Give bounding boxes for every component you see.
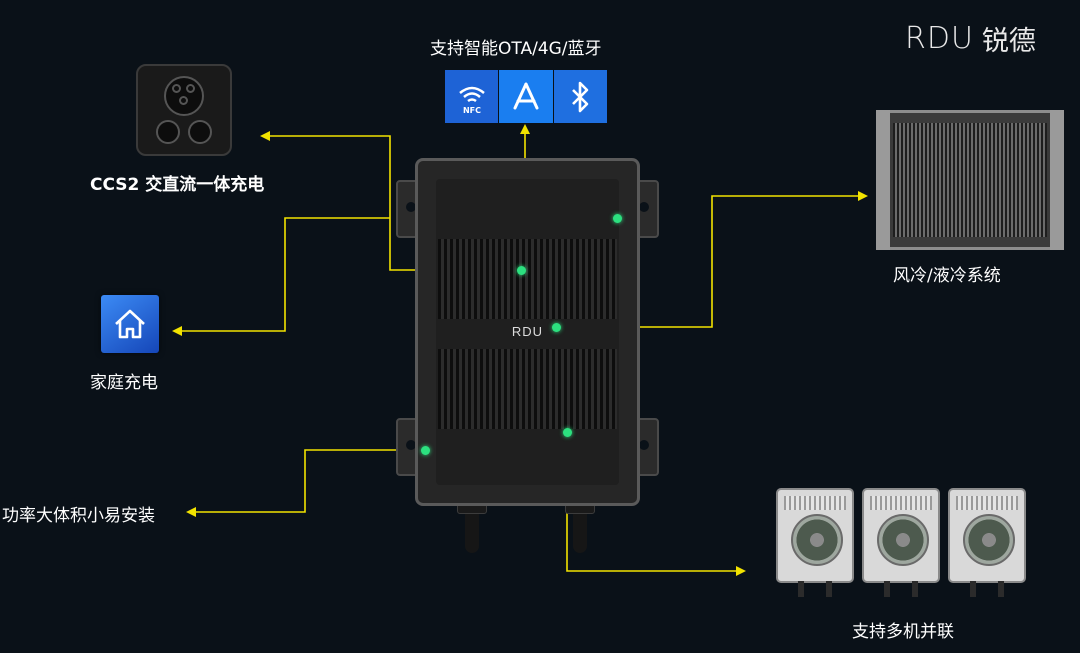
home-charging-label: 家庭充电 <box>90 373 158 393</box>
app-store-icon <box>498 70 554 123</box>
brand-name: 锐德 <box>981 25 1036 57</box>
cable <box>573 505 587 553</box>
charger-unit-image <box>862 488 940 597</box>
parallel-label: 支持多机并联 <box>852 622 954 642</box>
nfc-wifi-icon: NFC <box>445 70 499 123</box>
point-ccs2 <box>517 266 526 275</box>
cooling-label: 风冷/液冷系统 <box>893 266 1001 286</box>
brand-logo: RDU 锐德 <box>905 18 1036 58</box>
device-logo: RDU <box>511 324 544 339</box>
install-label: 功率大体积小易安装 <box>2 506 155 526</box>
device-panel <box>436 179 619 485</box>
connectivity-icons: NFC <box>445 70 607 123</box>
heatsink-fins <box>438 239 617 319</box>
charger-unit-image <box>948 488 1026 597</box>
nfc-text: NFC <box>463 106 481 115</box>
ccs2-label: CCS2 交直流一体充电 <box>90 175 265 195</box>
point-connectivity <box>613 214 622 223</box>
brand-mark: RDU <box>905 20 974 56</box>
point-parallel <box>563 428 572 437</box>
point-cooling <box>552 323 561 332</box>
home-icon <box>101 295 159 353</box>
heatsink-fins <box>438 349 617 429</box>
radiator-image <box>876 110 1064 250</box>
ccs2-connector-image <box>136 64 232 156</box>
charger-unit-image <box>776 488 854 597</box>
point-install <box>421 446 430 455</box>
charger-device-image: RDU <box>415 158 640 506</box>
cable <box>465 505 479 553</box>
connectivity-label: 支持智能OTA/4G/蓝牙 <box>430 39 602 59</box>
bluetooth-icon <box>553 70 607 123</box>
